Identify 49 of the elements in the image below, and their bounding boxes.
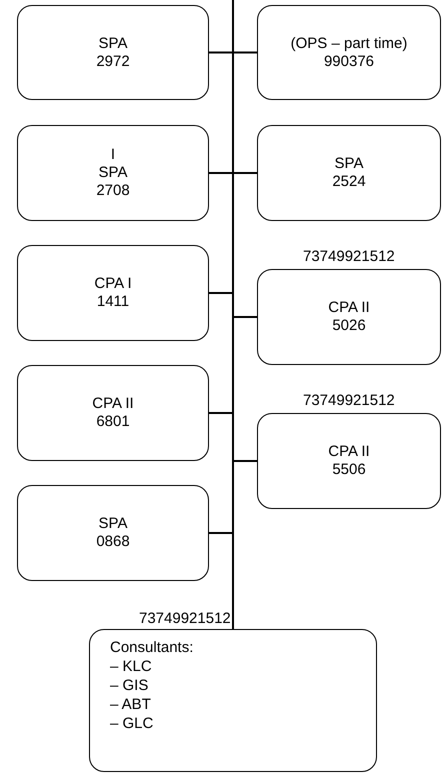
box-text: 5026 bbox=[332, 317, 366, 335]
box-text: CPA II bbox=[328, 443, 370, 461]
role-box bbox=[257, 5, 441, 100]
box-text: 2708 bbox=[96, 182, 130, 200]
box-text: SPA bbox=[334, 155, 364, 173]
role-box bbox=[17, 5, 209, 100]
connector-line bbox=[232, 533, 234, 629]
box-text: CPA II bbox=[328, 299, 370, 317]
box-text: 2972 bbox=[96, 52, 130, 70]
box-text: 2524 bbox=[332, 173, 366, 191]
box-text: 990376 bbox=[324, 52, 374, 70]
box-text: SPA bbox=[98, 34, 128, 52]
id-number: 73749921512 bbox=[139, 611, 231, 627]
connector-line bbox=[234, 316, 257, 318]
connector-line bbox=[234, 52, 257, 54]
role-box bbox=[17, 245, 209, 341]
connector-line bbox=[209, 52, 232, 54]
connector-line bbox=[209, 412, 232, 414]
box-text: Consultants: bbox=[110, 638, 194, 657]
box-text: – KLC bbox=[110, 657, 152, 676]
box-text: CPA I bbox=[94, 275, 132, 293]
box-text: SPA bbox=[98, 515, 128, 533]
connector-line bbox=[232, 0, 234, 20]
role-box bbox=[17, 485, 209, 581]
trunk-line bbox=[232, 20, 234, 533]
box-text: (OPS – part time) bbox=[290, 34, 408, 52]
connector-line bbox=[209, 172, 232, 174]
role-box bbox=[17, 365, 209, 461]
box-text: 5506 bbox=[332, 461, 366, 479]
connector-line bbox=[209, 292, 232, 294]
box-text: 6801 bbox=[96, 413, 130, 431]
role-box bbox=[89, 629, 377, 772]
role-box bbox=[257, 413, 441, 509]
role-box bbox=[17, 125, 209, 221]
box-text: CPA II bbox=[92, 395, 134, 413]
box-text: I bbox=[110, 146, 116, 164]
box-text: 1411 bbox=[96, 293, 130, 311]
role-box bbox=[257, 125, 441, 221]
box-text: 0868 bbox=[96, 533, 130, 551]
box-text: – GIS bbox=[110, 676, 148, 695]
role-box bbox=[257, 269, 441, 365]
connector-line bbox=[234, 460, 257, 462]
box-text: SPA bbox=[98, 164, 128, 182]
box-text: – ABT bbox=[110, 695, 151, 714]
id-number: 73749921512 bbox=[303, 249, 395, 265]
connector-line bbox=[234, 172, 257, 174]
connector-line bbox=[209, 532, 232, 534]
box-text: – GLC bbox=[110, 714, 154, 733]
id-number: 73749921512 bbox=[303, 393, 395, 409]
